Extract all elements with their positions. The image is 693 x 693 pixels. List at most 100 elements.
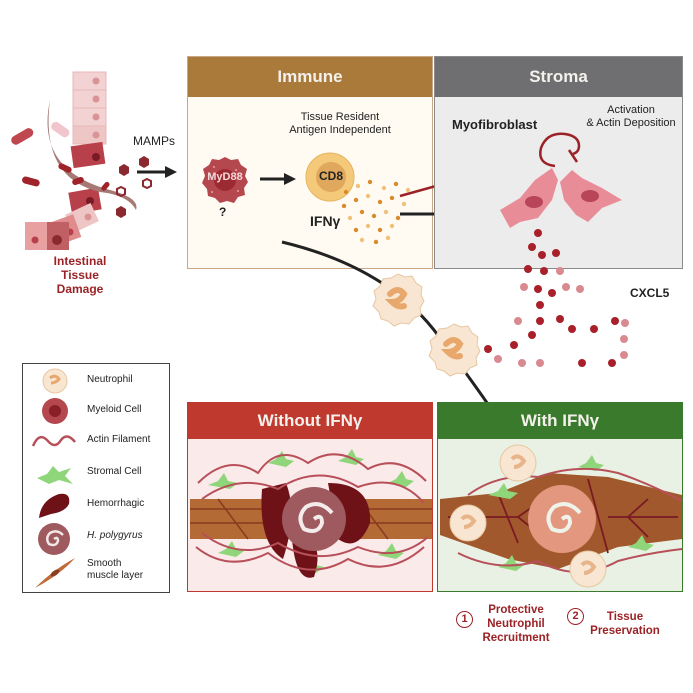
cxcl5-particle	[536, 359, 544, 367]
myd88-to-cd8-arrow	[260, 173, 296, 185]
cxcl5-particle	[528, 243, 536, 251]
legend-item-myeloid-cell: Myeloid Cell	[23, 396, 173, 426]
cxcl5-particle	[578, 359, 586, 367]
cxcl5-particle	[562, 283, 570, 291]
hemorrhagic-icon	[39, 493, 70, 518]
outcome-number: 1	[461, 613, 468, 625]
ifng-particle	[373, 239, 379, 245]
ifng-particle	[347, 215, 353, 221]
myd88-label: MyD88	[207, 171, 243, 183]
damage-label-line3: Damage	[56, 282, 104, 296]
ifng-particle	[381, 185, 387, 191]
cxcl5-particle	[536, 317, 544, 325]
h-polygyrus-icon	[38, 523, 70, 555]
without-ifng-title: Without IFNγ	[257, 411, 363, 430]
migrating-neutrophil-icon	[428, 323, 481, 377]
outcome-text: Protective Neutrophil Recruitment	[476, 603, 556, 645]
ifng-particle	[341, 203, 347, 209]
ifng-particle	[353, 227, 359, 233]
cxcl5-particle	[534, 285, 542, 293]
outcome-line: Neutrophil	[487, 618, 545, 630]
cxcl5-particle	[524, 265, 532, 273]
migrating-neutrophil-icon	[372, 273, 425, 327]
ifng-particle	[405, 187, 411, 193]
intestinal-damage-illustration	[0, 60, 190, 250]
ifng-particle	[353, 197, 359, 203]
actin-filament-icon	[31, 435, 76, 447]
cxcl5-particle	[520, 283, 528, 291]
subtitle-line1: Tissue Resident	[300, 111, 380, 123]
myofibroblast-label: Myofibroblast	[452, 117, 538, 132]
immune-panel: Immune	[187, 56, 433, 269]
ifng-particle	[389, 195, 395, 201]
cxcl5-particle	[510, 341, 518, 349]
ifng-particle	[377, 227, 383, 233]
legend-label: Actin Filament	[87, 434, 151, 445]
cxcl5-particle	[518, 359, 526, 367]
cxcl5-particle	[576, 285, 584, 293]
ifng-particle	[365, 223, 371, 229]
immune-panel-title: Immune	[277, 67, 343, 86]
myeloid-cell-icon	[42, 398, 68, 424]
immune-subtitle: Tissue Resident Antigen Independent	[270, 111, 410, 137]
legend-item-hemorrhagic: Hemorrhagic	[23, 490, 173, 520]
legend-label: Hemorrhagic	[87, 498, 145, 509]
myd88-myeloid-cell-icon	[202, 157, 248, 203]
outcome-2: 2 Tissue Preservation	[565, 603, 675, 653]
activation-label: Activation & Actin Deposition	[576, 104, 686, 130]
cxcl5-particle	[538, 251, 546, 259]
ifng-particle	[367, 179, 373, 185]
outcome-number-circle: 2	[567, 608, 584, 625]
ifng-label: IFNγ	[310, 213, 341, 229]
cxcl5-particle	[536, 301, 544, 309]
outcome-1: 1 Protective Neutrophil Recruitment	[450, 603, 560, 653]
legend-label: Neutrophil	[87, 374, 133, 385]
outcome-number-circle: 1	[456, 611, 473, 628]
cxcl5-particle	[620, 351, 628, 359]
outcome-line: Preservation	[590, 625, 660, 637]
damage-label-line1: Intestinal	[53, 254, 107, 268]
ifng-particle	[393, 181, 399, 187]
cxcl5-particle	[620, 335, 628, 343]
ifng-particle	[359, 237, 365, 243]
ifng-particle	[371, 213, 377, 219]
cxcl5-particle	[611, 317, 619, 325]
legend-label: Smooth muscle layer	[87, 558, 143, 582]
with-ifng-header: With IFNγ	[438, 403, 682, 439]
cxcl5-particles	[484, 229, 629, 367]
without-ifng-panel: Without IFNγ	[187, 402, 433, 592]
cxcl5-particle	[590, 325, 598, 333]
ifng-particle	[359, 209, 365, 215]
outcome-line: Tissue	[606, 611, 644, 623]
cxcl5-particle	[552, 249, 560, 257]
subtitle-line2: Antigen Independent	[289, 124, 391, 136]
stroma-panel: Stroma	[434, 56, 683, 269]
stroma-panel-title: Stroma	[529, 67, 588, 86]
legend-label: H. polygyrus	[87, 530, 143, 541]
legend-label: Myeloid Cell	[87, 404, 142, 415]
legend-item-smooth-muscle: Smooth muscle layer	[23, 556, 173, 588]
ifng-particle	[383, 209, 389, 215]
preserved-tissue-illustration	[440, 444, 683, 588]
stromal-cell-icon	[37, 466, 73, 484]
outcome-line: Recruitment	[482, 632, 550, 644]
activation-line2: & Actin Deposition	[586, 117, 676, 129]
outcome-line: Protective	[488, 604, 544, 616]
legend-box: Neutrophil Myeloid Cell Actin Filament S…	[22, 363, 170, 593]
cxcl5-particle	[556, 267, 564, 275]
legend-item-actin-filament: Actin Filament	[23, 426, 173, 456]
ifng-particle	[355, 183, 361, 189]
cxcl5-particle	[608, 359, 616, 367]
legend-item-h-polygyrus: H. polygyrus	[23, 522, 173, 555]
legend-label-line1: Smooth	[87, 558, 122, 569]
cxcl5-particle	[568, 325, 576, 333]
cxcl5-particle	[621, 319, 629, 327]
cxcl5-particle	[494, 355, 502, 363]
immune-panel-header: Immune	[188, 57, 432, 97]
neutrophil-icon-group	[449, 444, 607, 588]
neutrophil-icon	[42, 368, 68, 394]
ifng-particle	[385, 235, 391, 241]
ifng-particle	[401, 201, 407, 207]
legend-item-neutrophil: Neutrophil	[23, 366, 173, 396]
cxcl5-particle	[548, 289, 556, 297]
